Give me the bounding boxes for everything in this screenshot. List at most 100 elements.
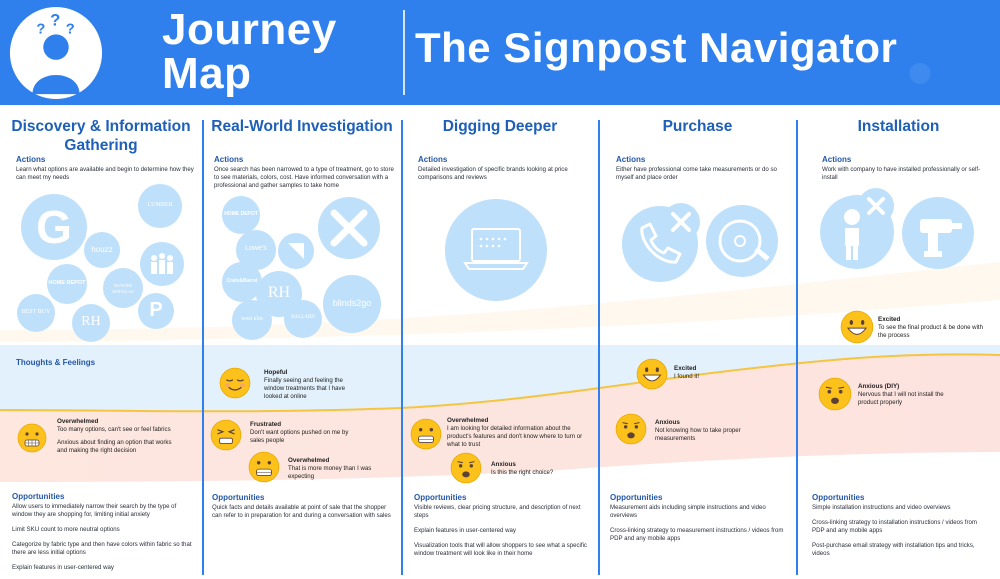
- brand-logo-text: Lowe's: [245, 245, 267, 252]
- opportunity-item: Allow users to immediately narrow their …: [12, 503, 177, 518]
- brand-logo-text: BALLARD: [291, 315, 315, 320]
- tape-measure-circle: [706, 205, 778, 277]
- opportunities-list: Measurement aids including simple instru…: [610, 504, 788, 550]
- feeling-text: I found it!: [674, 373, 700, 380]
- opportunity-item: Quick facts and details available at poi…: [212, 504, 391, 519]
- brand-logo-houzz: houzz: [84, 232, 120, 268]
- opportunity-item: Visible reviews, clear pricing structure…: [414, 504, 581, 519]
- ruler-pencil-icon: [330, 209, 368, 247]
- feeling-text: To see the final product & be done with …: [878, 324, 984, 339]
- laptop-icon: [463, 228, 529, 270]
- stage-installation: Installation: [797, 105, 1000, 578]
- opportunity-item: Measurement aids including simple instru…: [610, 504, 766, 519]
- tools-circle: [662, 203, 700, 241]
- installer-tools-circle: [858, 188, 894, 224]
- feeling-text: Finally seeing and feeling the window tr…: [264, 377, 345, 400]
- thoughts-feelings-label: Thoughts & Feelings: [16, 358, 96, 367]
- wrench-cross-icon: [867, 197, 885, 215]
- actions-text: Learn what options are available and beg…: [16, 166, 194, 181]
- tile-swatch-icon: [288, 243, 304, 259]
- grinning-emoji-icon: [636, 358, 668, 390]
- header-banner: ? ? ? Journey Map The Signpost Navigator: [0, 0, 1000, 105]
- opportunity-item: Cross-linking strategy to installation i…: [812, 519, 977, 534]
- page-title: The Signpost Navigator: [415, 24, 898, 71]
- laptop-circle: [445, 199, 547, 301]
- feeling-state: Overwhelmed: [447, 417, 489, 424]
- brand-logo-pinterest: P: [138, 293, 174, 329]
- brand-logo-home-depot: HOME DEPOT: [47, 264, 87, 304]
- confounded-emoji-icon: [210, 419, 242, 451]
- feeling-text: Not knowing how to take proper measureme…: [655, 427, 741, 442]
- feeling-state: Frustrated: [250, 421, 282, 428]
- opportunity-item: Post-purchase email strategy with instal…: [812, 542, 975, 557]
- opportunities-list: Simple installation instructions and vid…: [812, 504, 990, 565]
- brand-logo-text: RH: [267, 284, 291, 301]
- confused-person-logo-icon: ? ? ?: [9, 6, 103, 100]
- opportunities-label: Opportunities: [610, 493, 663, 502]
- stage-title: Installation: [857, 118, 940, 135]
- anxious-emoji-icon: [450, 452, 482, 484]
- ruler-pencil-circle: [318, 197, 380, 259]
- feeling-text: I am looking for detailed information ab…: [447, 425, 583, 448]
- feeling-text: Don't want options pushed on me by sales…: [250, 429, 349, 444]
- brand-logo-text: west elm: [241, 316, 263, 322]
- stage-purchase: Purchase: [599, 105, 796, 578]
- feeling-state: Anxious: [655, 419, 680, 426]
- feeling-text: Too many options, can't see or feel fabr…: [57, 426, 171, 433]
- brand-logo-text: blinds2go: [332, 298, 372, 308]
- anxious-emoji-icon: [615, 413, 647, 445]
- feeling-state: Overwhelmed: [288, 457, 330, 464]
- actions-label: Actions: [418, 155, 448, 164]
- worker-icon: [844, 209, 860, 260]
- brand-logo-text: G: [36, 201, 72, 253]
- column-separator: [202, 120, 204, 575]
- svg-text:?: ?: [66, 21, 75, 37]
- brand-logo-text: houzz: [91, 245, 113, 254]
- relieved-emoji-icon: [219, 367, 251, 399]
- brand-logo-text: LUMBER: [147, 202, 173, 208]
- feeling-text: Nervous that I will not install the prod…: [858, 391, 944, 406]
- feeling-state: Hopeful: [264, 369, 288, 376]
- opportunity-item: Explain features in user-centered way: [414, 527, 516, 534]
- wrench-cross-icon: [671, 212, 691, 232]
- svg-text:?: ?: [36, 21, 45, 37]
- opportunities-list: Allow users to immediately narrow their …: [12, 503, 192, 579]
- brand-logo-text: BEST BUY: [21, 309, 51, 315]
- brand-logo-rh: RH: [72, 304, 110, 342]
- feeling-state: Excited: [674, 365, 697, 372]
- grimacing-emoji-icon: [17, 423, 47, 453]
- actions-label: Actions: [822, 155, 852, 164]
- brand-logo-lumber: LUMBER: [138, 184, 182, 228]
- stage-digging-deeper: Digging Deeper: [402, 105, 598, 578]
- actions-label: Actions: [16, 155, 46, 164]
- brand-logo-text: RH: [81, 314, 101, 329]
- brand-logo-best-buy: BEST BUY: [17, 294, 55, 332]
- stage-title: Discovery & Information Gathering: [11, 118, 191, 154]
- stage-real-world: Real-World Investigation: [203, 105, 401, 578]
- opportunities-label: Opportunities: [212, 493, 265, 502]
- opportunity-item: Cross-linking strategy to measurement in…: [610, 527, 784, 542]
- opportunity-item: Limit SKU count to more neutral options: [12, 526, 120, 533]
- brand-logo-text: HOME DEPOT: [48, 280, 86, 286]
- opportunity-item: Categorize by fabric type and then have …: [12, 541, 192, 556]
- opportunities-label: Opportunities: [812, 493, 865, 502]
- actions-text: Once search has been narrowed to a type …: [214, 166, 394, 189]
- opportunity-item: Explain features in user-centered way: [12, 564, 114, 571]
- stage-discovery: Discovery & Information Gathering: [0, 105, 202, 578]
- stage-title: Real-World Investigation: [211, 118, 393, 135]
- brand-logo-text: HUNTER DOUGLAS: [112, 283, 134, 294]
- drill-circle: [902, 197, 974, 269]
- brand-logo-text: P: [149, 299, 163, 321]
- people-icon: [151, 253, 173, 274]
- stage-title: Digging Deeper: [442, 118, 558, 135]
- opportunities-list: Quick facts and details available at poi…: [212, 504, 392, 527]
- opportunities-list: Visible reviews, clear pricing structure…: [414, 504, 592, 565]
- column-separator: [598, 120, 600, 575]
- grimacing-emoji-icon: [248, 451, 280, 483]
- grimacing-emoji-icon: [410, 418, 442, 450]
- feeling-text: Anxious about finding an option that wor…: [57, 439, 172, 454]
- actions-text: Detailed investigation of specific brand…: [418, 166, 568, 181]
- svg-text:?: ?: [50, 11, 60, 30]
- actions-text: Work with company to have installed prof…: [822, 166, 981, 181]
- brand-logo-ballard: BALLARD: [284, 300, 322, 338]
